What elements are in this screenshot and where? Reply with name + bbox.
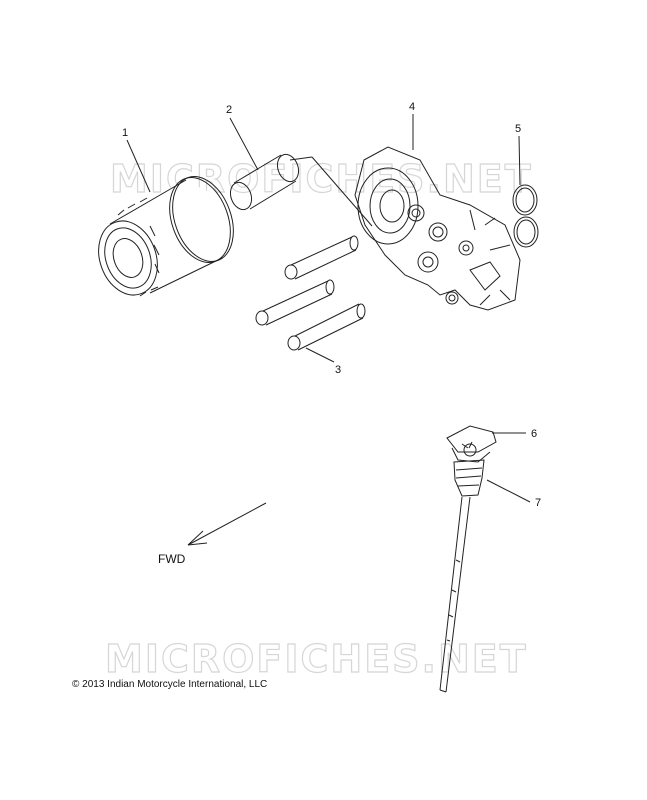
copyright-notice: © 2013 Indian Motorcycle International, … [72,679,268,690]
oil-filter-adapter [354,146,521,311]
mounting-bolts [255,235,366,351]
forward-arrow [187,502,267,546]
fwd-label: FWD [158,552,186,566]
callout-1: 1 [122,127,128,139]
callout-3: 3 [335,364,341,376]
leader-line-3 [305,347,335,363]
callout-7: 7 [535,497,541,509]
dipstick-cap [446,425,497,463]
callout-5: 5 [515,123,521,135]
o-rings [512,184,539,248]
watermark-bottom: MICROFICHES.NET [105,637,528,681]
oil-filter [98,176,234,300]
callout-6: 6 [531,428,537,440]
leader-line-7 [486,479,531,503]
leader-line-5 [518,135,521,186]
dipstick [439,459,485,693]
leader-line-1 [126,139,151,193]
callout-2: 2 [226,104,232,116]
callout-4: 4 [409,101,415,113]
leader-line-2 [229,117,259,171]
